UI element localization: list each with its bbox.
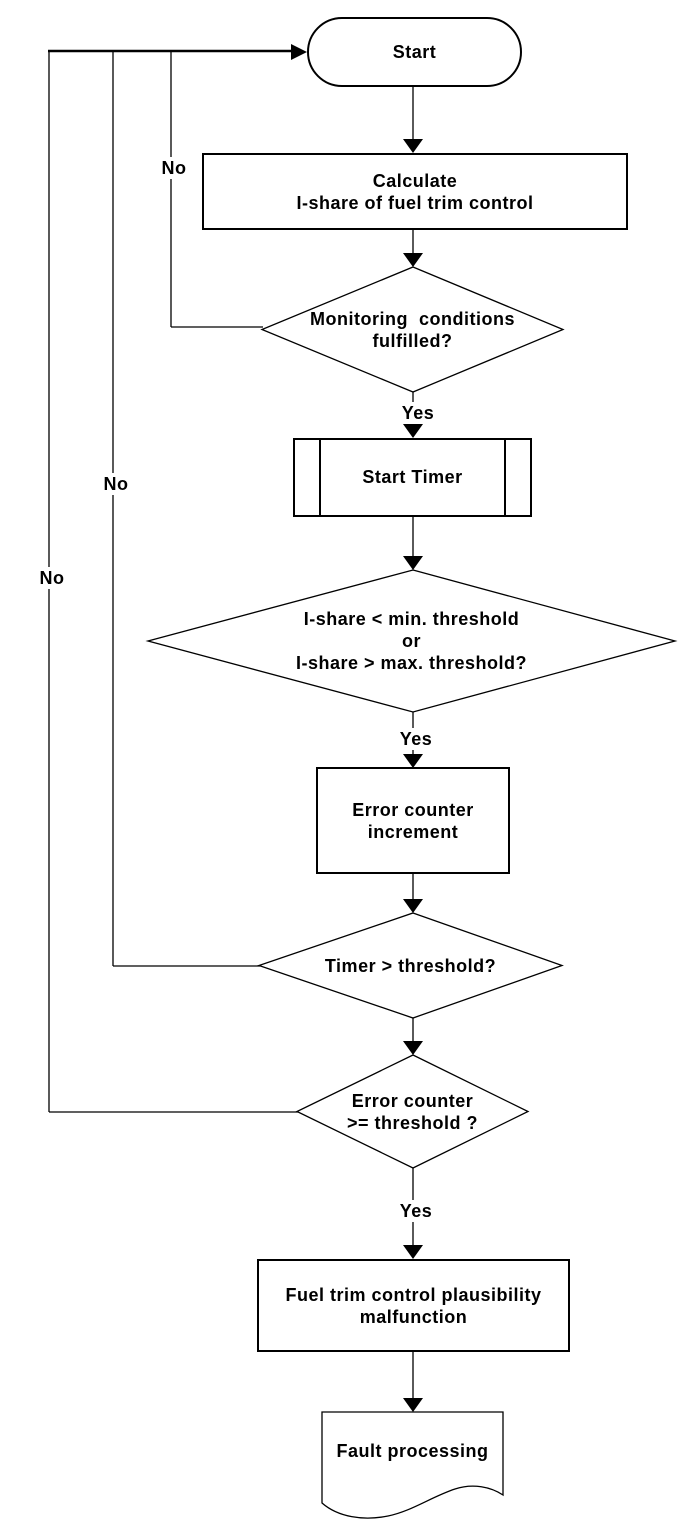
timer-threshold-diamond — [256, 912, 564, 1019]
ishare-line1: I-share < min. threshold — [303, 609, 520, 629]
error-counter-threshold-diamond — [295, 1054, 530, 1169]
start-timer-node — [293, 438, 532, 517]
error-counter-threshold-label: Error counter>= threshold ? — [297, 1090, 528, 1134]
monitoring-line2: fulfilled? — [372, 331, 453, 351]
timer-threshold-label: Timer > threshold? — [324, 956, 497, 976]
predefined-process-right-bar — [504, 440, 506, 515]
ishare-line3: I-share > max. threshold? — [295, 653, 528, 673]
arrowhead-into-fault-processing — [403, 1398, 423, 1412]
malfunction-node — [257, 1259, 570, 1352]
arrowhead-into-calculate — [403, 139, 423, 153]
yes-label-ishare: Yes — [388, 728, 444, 750]
no-label-timer: No — [88, 473, 144, 495]
error-check-line1: Error counter — [351, 1091, 474, 1111]
yes-label-monitoring: Yes — [390, 402, 446, 424]
ishare-line2: or — [402, 631, 421, 651]
arrowhead-into-ishare — [403, 556, 423, 570]
calculate-line2: I-share of fuel trim control — [296, 193, 534, 213]
predefined-process-left-bar — [319, 440, 321, 515]
malfunction-line2: malfunction — [359, 1307, 468, 1327]
ishare-threshold-diamond — [145, 569, 678, 713]
increment-line1: Error counter — [352, 800, 474, 820]
fault-processing-document-shape — [321, 1411, 504, 1519]
monitoring-conditions-diamond — [260, 266, 565, 393]
error-counter-increment-node — [316, 767, 510, 874]
start-node — [307, 17, 522, 87]
no-label-error-counter: No — [24, 567, 80, 589]
monitoring-line1: Monitoring conditions — [310, 309, 515, 329]
arrowhead-into-start-timer — [403, 424, 423, 438]
start-label: Start — [392, 42, 437, 62]
fault-processing-label: Fault processing — [336, 1441, 489, 1461]
yes-label-error-counter: Yes — [388, 1200, 444, 1222]
malfunction-line1: Fuel trim control plausibility — [285, 1285, 542, 1305]
start-timer-label: Start Timer — [362, 467, 463, 487]
arrowhead-into-error-check — [403, 1041, 423, 1055]
increment-line2: increment — [367, 822, 459, 842]
calculate-line1: Calculate — [372, 171, 458, 191]
arrowhead-into-monitoring — [403, 253, 423, 267]
arrowhead-into-malfunction — [403, 1245, 423, 1259]
arrowhead-into-timer-check — [403, 899, 423, 913]
arrowhead-into-start — [291, 44, 307, 60]
calculate-node — [202, 153, 628, 230]
no-label-monitoring: No — [146, 157, 202, 179]
arrowhead-into-increment — [403, 754, 423, 768]
error-check-line2: >= threshold ? — [346, 1113, 479, 1133]
